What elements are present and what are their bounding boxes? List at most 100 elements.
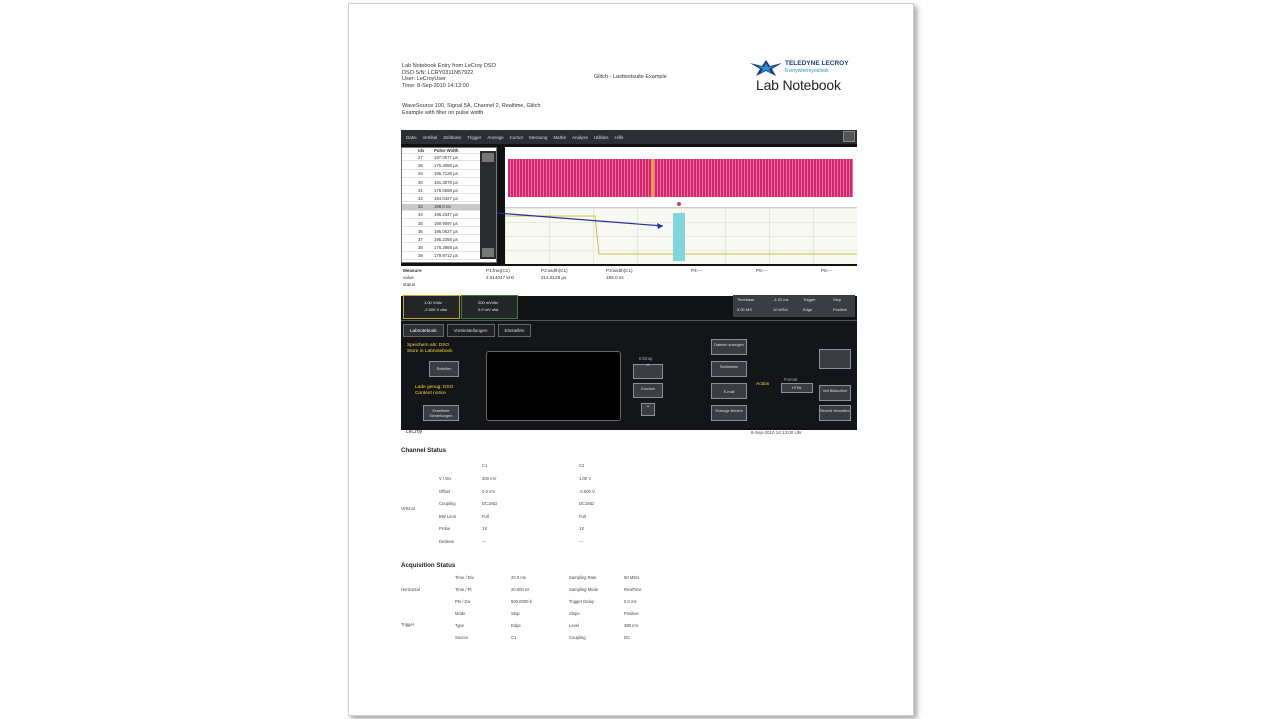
channel-status-cell: V / Div	[439, 476, 452, 481]
glitch-marker	[651, 159, 654, 197]
measure-values-cell: 2.614047 kHz	[486, 275, 515, 280]
channel-col-c1: C1	[482, 463, 488, 468]
tab-settings[interactable]: Einstellen	[497, 324, 532, 337]
up-arrow-button[interactable]: ⌃	[633, 364, 663, 379]
measure-params-cell: P3:width(C1)	[606, 268, 633, 273]
acquisition-status-cell: Trigger Delay	[569, 599, 594, 604]
measure-params-cell: P5:---	[756, 268, 768, 273]
manage-report-button[interactable]: Bericht Verwalten	[819, 405, 851, 421]
entry-nav-label: Eintrag	[639, 356, 653, 361]
trigger-type: Edge	[803, 307, 813, 312]
menu-help[interactable]: Hilfe	[614, 134, 624, 140]
close-dialog-button[interactable]: Schliessen	[711, 361, 747, 377]
tab-preferences[interactable]: Voreinstellungen	[446, 324, 495, 337]
channel-status-cell: ---	[482, 538, 487, 544]
c1-scale: 1.00 V/div	[424, 300, 442, 305]
email-button[interactable]: E-mail	[711, 383, 747, 399]
full-screen-button[interactable]: Voll Bildschirm	[819, 385, 851, 401]
c2-offset: 0.0 mV ofst	[478, 307, 499, 312]
menu-cursor[interactable]: Cursor	[509, 134, 524, 140]
acquisition-status-cell: Time / Pt	[455, 587, 472, 592]
menu-file[interactable]: Datei	[406, 134, 417, 140]
menu-utilities[interactable]: Utilities	[593, 134, 609, 140]
product-title: Lab Notebook	[756, 77, 841, 93]
channel-2-descriptor[interactable]: 200 mV/div 0.0 mV ofst	[461, 295, 518, 319]
advanced-settings-button[interactable]: Erweiterte Einstellungen	[423, 405, 459, 421]
scope-screenshot: Datei Vertikal Zeitbasis Trigger Anzeige…	[401, 130, 857, 430]
sample-count: 5.00 MS	[737, 307, 752, 312]
menu-math[interactable]: Mathe	[553, 134, 566, 140]
acquisition-status-cell: Time / Div	[455, 575, 474, 580]
description-line-1: WaveSource 100, Signal 5A, Channel 2, Re…	[402, 103, 541, 109]
header-line-time: Time: 8-Sep-2010 14:13:00	[402, 82, 469, 89]
scroll-up-icon[interactable]	[482, 153, 494, 162]
menu-analysis[interactable]: Analyse	[571, 134, 588, 140]
row-idx: 36	[418, 228, 423, 234]
measure-values-cell: 198.0 ns	[606, 275, 624, 280]
header-idx: Idx	[418, 148, 425, 153]
scope-footer-time: 8-Sep-2010 14:13:00 Uhr	[751, 430, 802, 435]
header-line-serial: DSO S/N: LCRY0311N57922	[402, 69, 474, 76]
timebase-descriptor[interactable]: Timebase -1.92 ms Trigger Stop 5.00 MS 1…	[733, 295, 855, 317]
trigger-mode: Stop	[833, 297, 842, 302]
table-scrollbar[interactable]	[480, 151, 496, 259]
menu-trigger[interactable]: Trigger	[467, 134, 482, 140]
acquisition-status-cell: Positive	[624, 611, 639, 616]
entry-header: Lab Notebook Entry from LeCroy DSO DSO S…	[402, 63, 496, 89]
measure-values-cell: 214.8128 µs	[541, 275, 567, 280]
waveform-trace	[505, 215, 857, 255]
measure-params-cell: P6:---	[821, 268, 833, 273]
tab-labnotebook[interactable]: Labnotebook	[403, 324, 444, 337]
scroll-down-icon[interactable]	[482, 248, 494, 257]
channel-1-descriptor[interactable]: 1.00 V/div -2.500 V ofst	[403, 295, 460, 319]
row-pulse-width: 195.0627 µs	[434, 228, 458, 234]
channel-status-cell: Deskew	[439, 538, 454, 544]
save-label: Speichern als: DSO Store in Labnotebook	[407, 343, 453, 354]
row-idx: 34	[418, 212, 423, 218]
description-line-2: Example with filter on pulse width	[402, 109, 484, 116]
menu-timebase[interactable]: Zeitbasis	[443, 134, 462, 140]
acq-group-trigger: Trigger	[401, 622, 415, 627]
scope-close-icon[interactable]	[819, 349, 851, 369]
measure-label: Measure	[403, 268, 422, 273]
table-row[interactable]: 32 194.0427 µs	[402, 196, 480, 203]
create-button[interactable]: Erstellen	[429, 361, 459, 377]
arrow-down-icon: ⌄	[645, 403, 651, 409]
acquisition-status-cell: DC	[624, 635, 631, 640]
acquisition-status-cell: 380 mV	[624, 623, 639, 628]
channel-status-title: Channel Status	[401, 447, 447, 454]
menu-close-icon[interactable]	[843, 131, 855, 142]
down-arrow-button[interactable]: ⌄	[641, 403, 655, 416]
channel-status-cell: 1X	[482, 526, 488, 531]
row-pulse-width: 194.0427 µs	[434, 196, 458, 201]
brand-name: TELEDYNE LECROY	[785, 60, 849, 67]
show-files-button[interactable]: Dateien anzeigen	[711, 339, 747, 355]
acquisition-status-cell: C1	[511, 635, 517, 640]
menu-vertical[interactable]: Vertikal	[422, 134, 438, 140]
menu-measure[interactable]: Messung	[529, 134, 548, 140]
acquisition-status-cell: Source	[455, 635, 469, 640]
acquisition-status-title: Acquisition Status	[401, 562, 456, 569]
row-idx: 32	[418, 196, 423, 201]
zoom-arrow	[496, 212, 664, 229]
format-select[interactable]: HTML	[781, 383, 813, 393]
channel-status-cell: Full	[579, 513, 586, 519]
table-row[interactable]: 36 195.0627 µs	[402, 228, 480, 236]
print-button[interactable]: Drucken	[633, 383, 663, 398]
create-report-button[interactable]: Erzeuge Bericht	[711, 405, 747, 421]
acquisition-status-cell: RealTime	[624, 587, 642, 592]
measure-params-cell: P4:---	[691, 268, 703, 273]
lab-notebook-page: Lab Notebook Entry from LeCroy DSO DSO S…	[348, 3, 914, 716]
menu-display[interactable]: Anzeige	[487, 134, 504, 140]
